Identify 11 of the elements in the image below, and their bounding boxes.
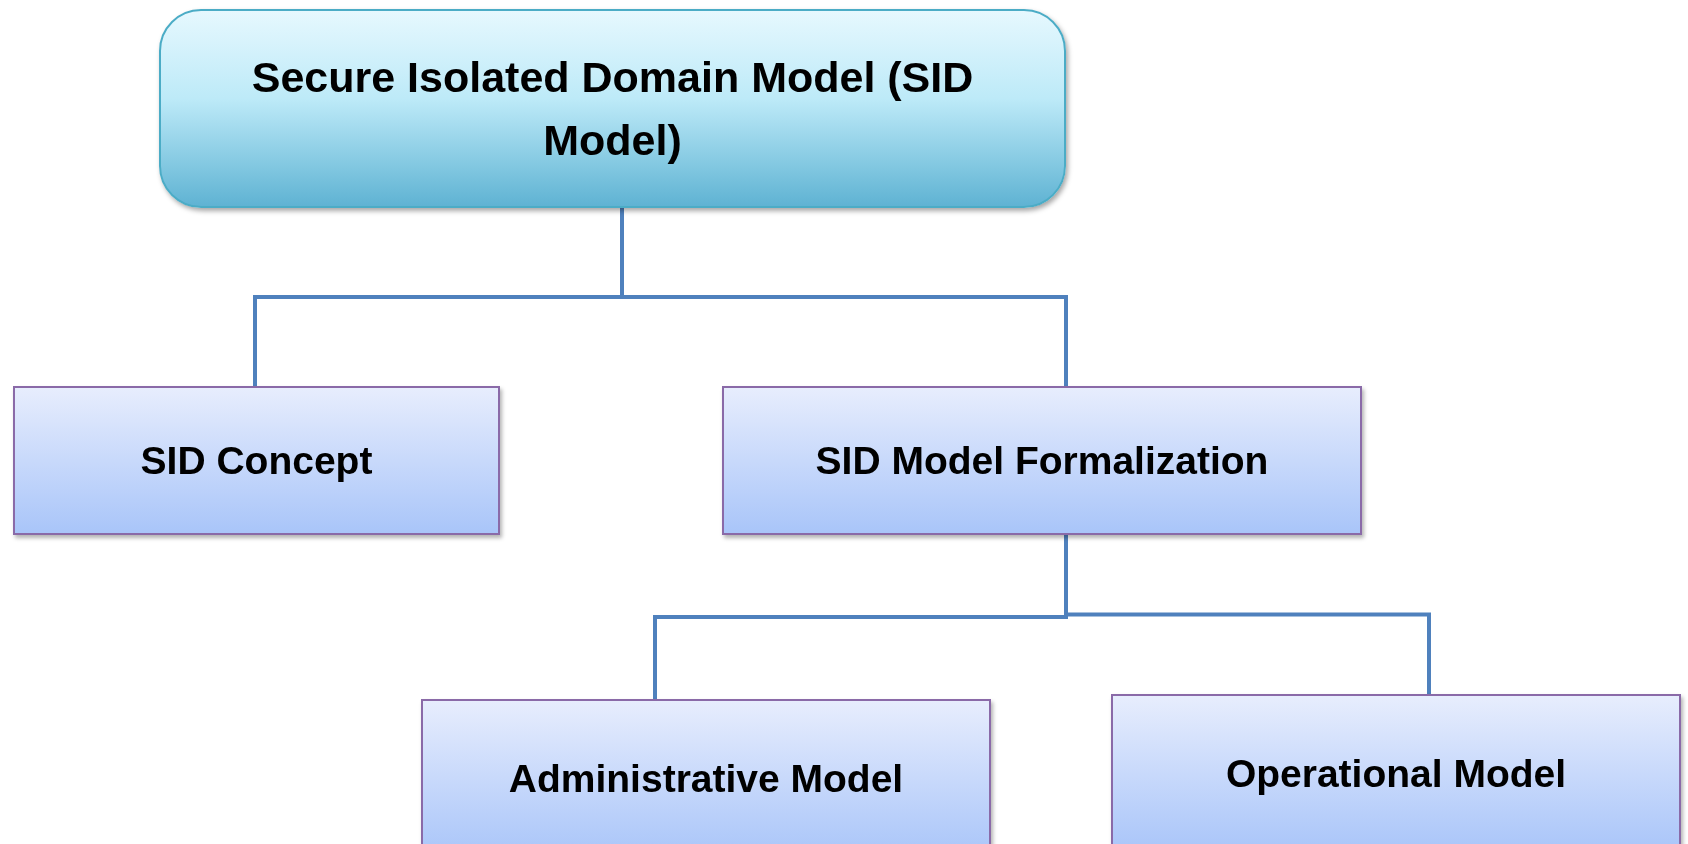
node-label: SID Concept: [140, 438, 373, 483]
connector-line: [1064, 535, 1431, 694]
topic-box: [421, 699, 991, 844]
title-box: [159, 9, 1066, 208]
topic-box: [13, 386, 500, 535]
node-label: Administrative Model: [508, 757, 904, 801]
node-label: Secure Isolated Domain Model (SID Model): [250, 52, 975, 166]
node-label: Operational Model: [1225, 752, 1567, 796]
node-label: SID Model Formalization: [815, 438, 1269, 483]
topic-box: [1111, 694, 1681, 844]
topic-box: [722, 386, 1362, 535]
